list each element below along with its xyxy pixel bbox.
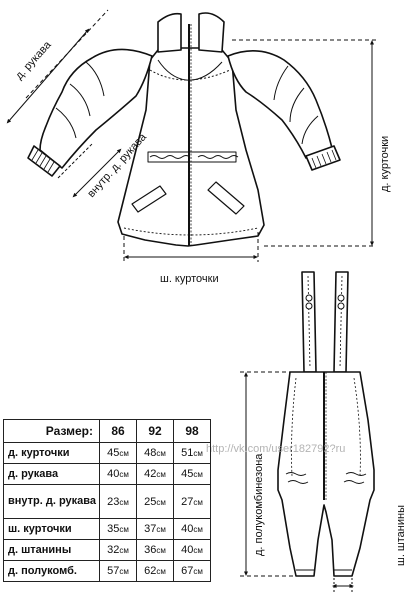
table-cell: 51см: [173, 442, 211, 464]
jacket-collar: [198, 12, 225, 53]
overalls-drawing: [277, 271, 375, 577]
size-header-label: Размер:: [3, 419, 100, 443]
size-table: Размер: 86 92 98 д. курточки 45см 48см 5…: [3, 419, 211, 582]
unit-label: см: [193, 470, 203, 479]
unit-label: см: [156, 525, 166, 534]
size-92-header: 92: [136, 419, 174, 443]
row-label: ш. курточки: [3, 518, 100, 540]
unit-label: см: [119, 449, 129, 458]
unit-label: см: [119, 567, 129, 576]
table-cell: 57см: [99, 560, 137, 582]
jacket-length-label: д. курточки: [379, 136, 391, 192]
overalls-measurements: [240, 371, 354, 592]
unit-label: см: [119, 525, 129, 534]
strap-button: [337, 302, 345, 310]
table-cell: 27см: [173, 484, 211, 519]
table-cell: 62см: [136, 560, 174, 582]
watermark: http://vk.com/user182792?ru: [206, 443, 345, 455]
table-cell: 23см: [99, 484, 137, 519]
left-pocket: [131, 185, 167, 213]
unit-label: см: [119, 497, 129, 507]
table-cell: 36см: [136, 539, 174, 561]
table-row: внутр. д. рукава 23см 25см 27см: [3, 484, 211, 519]
size-86-header: 86: [99, 419, 137, 443]
row-label: внутр. д. рукава: [3, 484, 100, 519]
table-cell: 42см: [136, 463, 174, 485]
left-sleeve: [39, 48, 153, 169]
unit-label: см: [119, 470, 129, 479]
strap-button: [337, 294, 345, 302]
left-strap: [301, 271, 317, 373]
unit-label: см: [193, 449, 203, 458]
table-cell: 40см: [173, 518, 211, 540]
table-cell: 40см: [173, 539, 211, 561]
table-cell: 32см: [99, 539, 137, 561]
table-cell: 35см: [99, 518, 137, 540]
strap-button: [305, 294, 313, 302]
unit-label: см: [193, 546, 203, 555]
table-cell: 45см: [173, 463, 211, 485]
table-cell: 40см: [99, 463, 137, 485]
row-label: д. рукава: [3, 463, 100, 485]
row-label: д. штанины: [3, 539, 100, 561]
table-row: д. полукомб. 57см 62см 67см: [3, 560, 211, 582]
table-cell: 67см: [173, 560, 211, 582]
overall-length-label: д. полукомбинезона: [253, 453, 265, 556]
jacket-drawing: [27, 12, 341, 247]
table-header-row: Размер: 86 92 98: [3, 419, 211, 443]
table-cell: 45см: [99, 442, 137, 464]
unit-label: см: [156, 470, 166, 479]
unit-label: см: [193, 497, 203, 507]
unit-label: см: [193, 525, 203, 534]
jacket-collar: [157, 12, 182, 53]
jacket-measurements: [6, 9, 376, 262]
table-cell: 48см: [136, 442, 174, 464]
table-row: д. штанины 32см 36см 40см: [3, 539, 211, 561]
right-pocket: [207, 181, 245, 215]
unit-label: см: [156, 497, 166, 507]
unit-label: см: [193, 567, 203, 576]
size-98-header: 98: [173, 419, 211, 443]
row-label: д. курточки: [3, 442, 100, 464]
table-cell: 25см: [136, 484, 174, 519]
table-row: ш. курточки 35см 37см 40см: [3, 518, 211, 540]
waist-elastic: [147, 151, 237, 163]
unit-label: см: [156, 449, 166, 458]
pants-width-label: ш. штанины: [395, 505, 406, 566]
jacket-width-label: ш. курточки: [160, 273, 219, 285]
table-row: д. рукава 40см 42см 45см: [3, 463, 211, 485]
unit-label: см: [156, 546, 166, 555]
right-strap: [333, 271, 349, 373]
table-row: д. курточки 45см 48см 51см: [3, 442, 211, 464]
unit-label: см: [119, 546, 129, 555]
row-label: д. полукомб.: [3, 560, 100, 582]
unit-label: см: [156, 567, 166, 576]
table-cell: 37см: [136, 518, 174, 540]
strap-button: [305, 302, 313, 310]
